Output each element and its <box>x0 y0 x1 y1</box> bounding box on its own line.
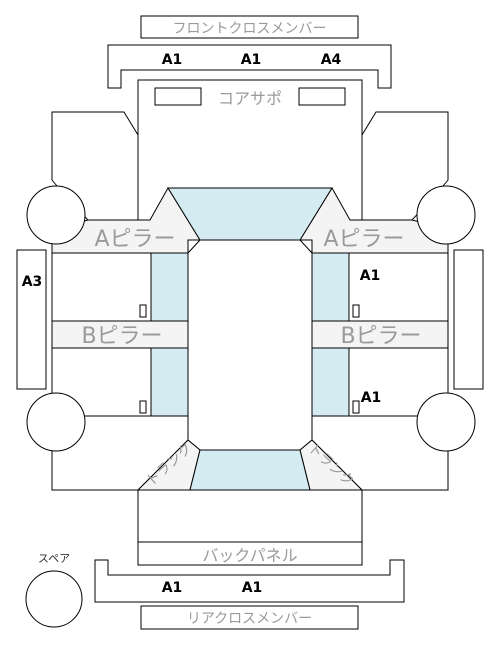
spare-tire <box>25 570 83 628</box>
door-handle-left-front <box>139 304 147 318</box>
marker-rear-left: A1 <box>162 580 183 596</box>
front-cross-member-bracket <box>107 44 392 89</box>
front-cross-member-label: フロントクロスメンバー <box>173 21 327 37</box>
front-cross-member-box <box>140 15 359 39</box>
marker-front-left: A1 <box>162 52 183 68</box>
marker-front-center: A1 <box>241 52 262 68</box>
b-pillar-left <box>51 320 189 349</box>
back-panel-box <box>137 541 363 566</box>
spare-label: スペア <box>38 552 70 565</box>
b-pillar-left-label: Bピラー <box>81 324 162 349</box>
wheel-front-right <box>416 185 476 245</box>
left-front-window <box>150 252 189 322</box>
marker-left-side: A3 <box>22 274 43 290</box>
door-handle-right-front <box>352 304 360 318</box>
a-pillar-right-label: Aピラー <box>323 227 404 252</box>
headlight-left <box>154 87 202 106</box>
b-pillar-right <box>311 320 449 349</box>
door-handle-right-rear <box>352 400 360 414</box>
roof-panel <box>187 239 313 451</box>
a-pillar-left-label: Aピラー <box>94 227 175 252</box>
back-panel-label: バックパネル <box>202 546 297 565</box>
rear-window <box>189 449 311 491</box>
wheel-rear-left <box>26 392 86 452</box>
right-side-rail <box>453 249 484 390</box>
wheel-front-left <box>26 185 86 245</box>
wheel-rear-right <box>416 392 476 452</box>
marker-front-right: A4 <box>321 52 342 68</box>
b-pillar-right-label: Bピラー <box>340 324 421 349</box>
marker-right-upper: A1 <box>360 268 381 284</box>
core-support-label: コアサポ <box>218 89 282 108</box>
left-rear-window <box>150 347 189 417</box>
trunk-lid <box>137 489 363 543</box>
rear-cross-member-bracket <box>94 559 405 603</box>
marker-rear-center: A1 <box>242 580 263 596</box>
right-front-window <box>311 252 350 322</box>
left-side-rail <box>16 249 47 390</box>
headlight-right <box>298 87 346 106</box>
right-rear-window <box>311 347 350 417</box>
marker-right-lower: A1 <box>361 390 382 406</box>
rear-cross-member-label: リアクロスメンバー <box>187 611 312 627</box>
rear-cross-member-box <box>140 605 359 630</box>
door-handle-left-rear <box>139 400 147 414</box>
